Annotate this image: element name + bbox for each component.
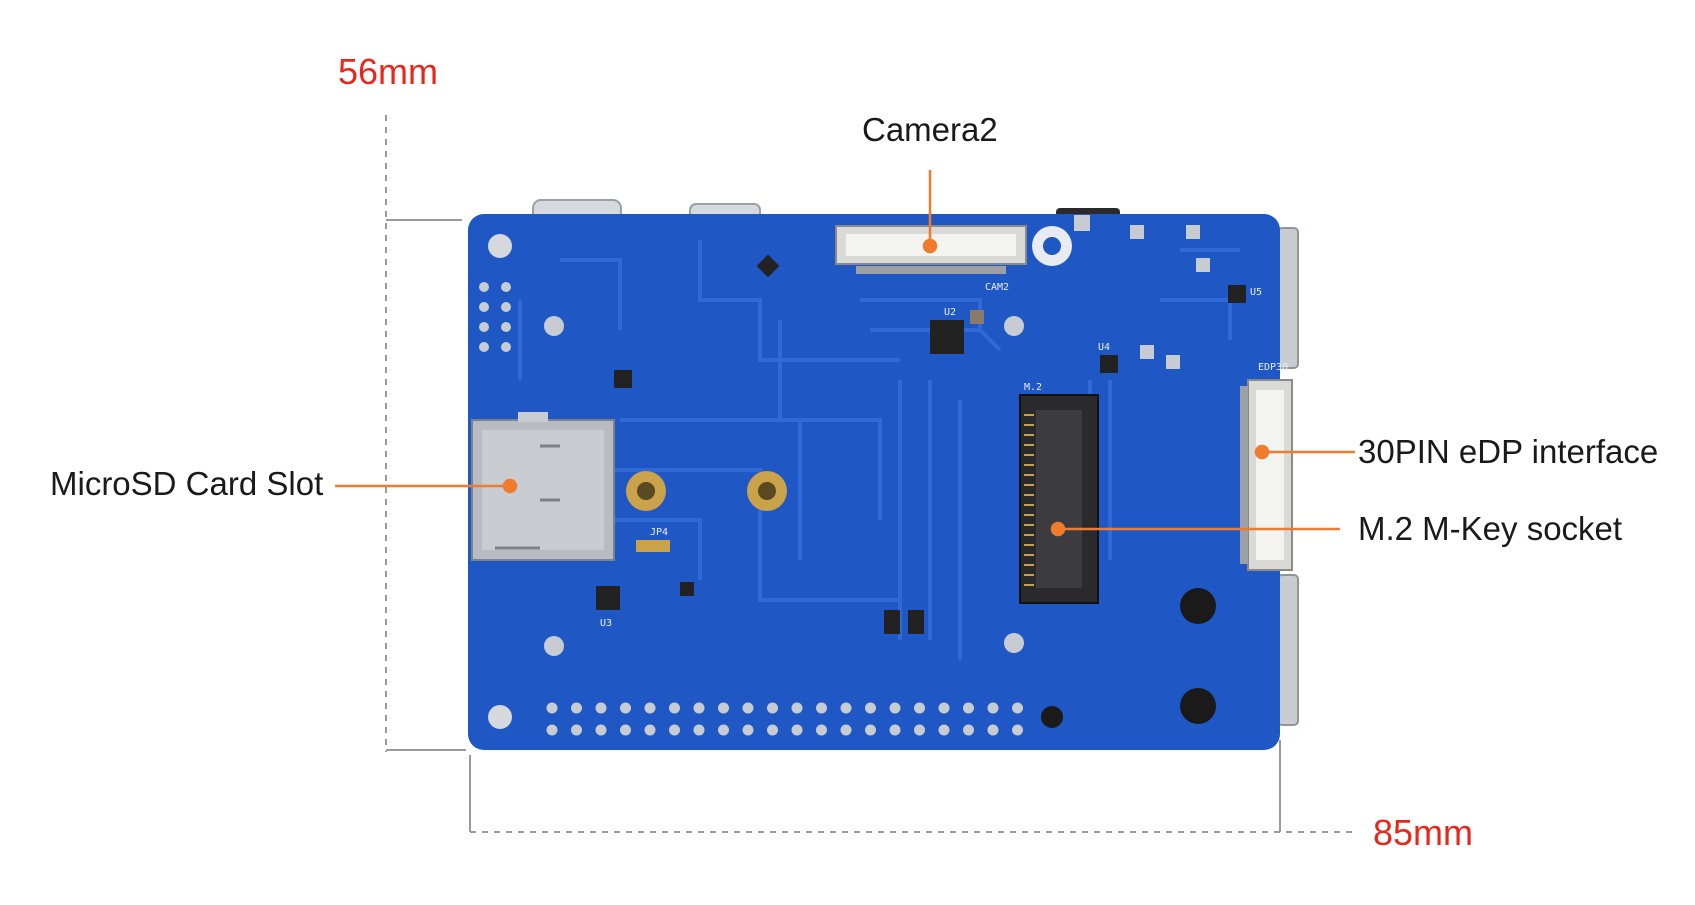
gpio-pin [1012,702,1023,714]
edp-connector [1240,379,1293,571]
gpio-pin [1012,724,1023,736]
gpio-pin [791,724,803,736]
silk-u4: U4 [1098,342,1110,353]
gpio-pin [546,724,558,736]
mount-hole-br [1041,706,1063,728]
gpio-pin [791,702,803,714]
gpio-pin [718,702,729,714]
gpio-pin [938,724,950,736]
gpio-pin [889,724,901,736]
m2-socket [1019,394,1099,604]
mount-hole-tl [488,234,512,258]
callout-leaders [335,170,1355,537]
smd-components [596,215,1246,724]
gpio-pin [620,724,631,736]
gpio-pin [963,702,974,714]
silk-m2: M.2 [1024,382,1042,393]
gpio-pin [865,724,876,736]
gpio-header [546,702,1023,736]
gpio-pin [840,702,852,714]
silkscreen: CAM2 EDP30 M.2 JP4 U2 U3 U4 U5 [600,282,1288,629]
gpio-pin [914,702,925,714]
gpio-pin [571,724,582,736]
mount-hole-bl [488,705,512,729]
silk-u5: U5 [1250,287,1262,298]
gpio-pin [987,724,999,736]
hdmi-port-side [1277,227,1299,369]
gpio-pin [767,702,778,714]
gpio-pin [767,724,778,736]
dimension-guides [385,115,1352,833]
microsd-slot [471,412,615,561]
gpio-pin [816,724,827,736]
camera2-label: Camera2 [862,111,998,148]
gpio-pin [595,702,607,714]
gpio-pin [889,702,901,714]
silk-cam2: CAM2 [985,282,1009,293]
silk-edp30: EDP30 [1258,362,1288,373]
gpio-pin [571,702,582,714]
m2-label: M.2 M-Key socket [1358,510,1623,547]
gpio-pin [742,724,754,736]
gpio-pin [620,702,631,714]
width-dimension-label: 85mm [1373,812,1474,853]
gpio-pin [693,724,705,736]
gpio-pin [742,702,754,714]
microsd-label: MicroSD Card Slot [50,465,324,502]
gpio-pin [987,702,999,714]
gpio-pin [669,724,680,736]
gpio-pin [865,702,876,714]
gpio-pin [669,702,680,714]
silk-u3: U3 [600,618,612,629]
gpio-pin [840,724,852,736]
gpio-pin [914,724,925,736]
mounting-holes [488,226,1072,729]
silk-u2: U2 [944,307,956,318]
gpio-pin [963,724,974,736]
gpio-pin [644,724,656,736]
edp-label: 30PIN eDP interface [1358,433,1659,470]
usb-port-side [1277,574,1299,726]
gpio-pin [693,702,705,714]
gpio-pin [595,724,607,736]
gpio-pin [546,702,558,714]
left-edge-vias [479,282,511,352]
gpio-pin [644,702,656,714]
silk-jp4: JP4 [650,527,668,538]
gpio-pin [938,702,950,714]
pcb [468,214,1280,750]
gpio-pin [718,724,729,736]
gpio-pin [816,702,827,714]
height-dimension-label: 56mm [338,51,439,92]
